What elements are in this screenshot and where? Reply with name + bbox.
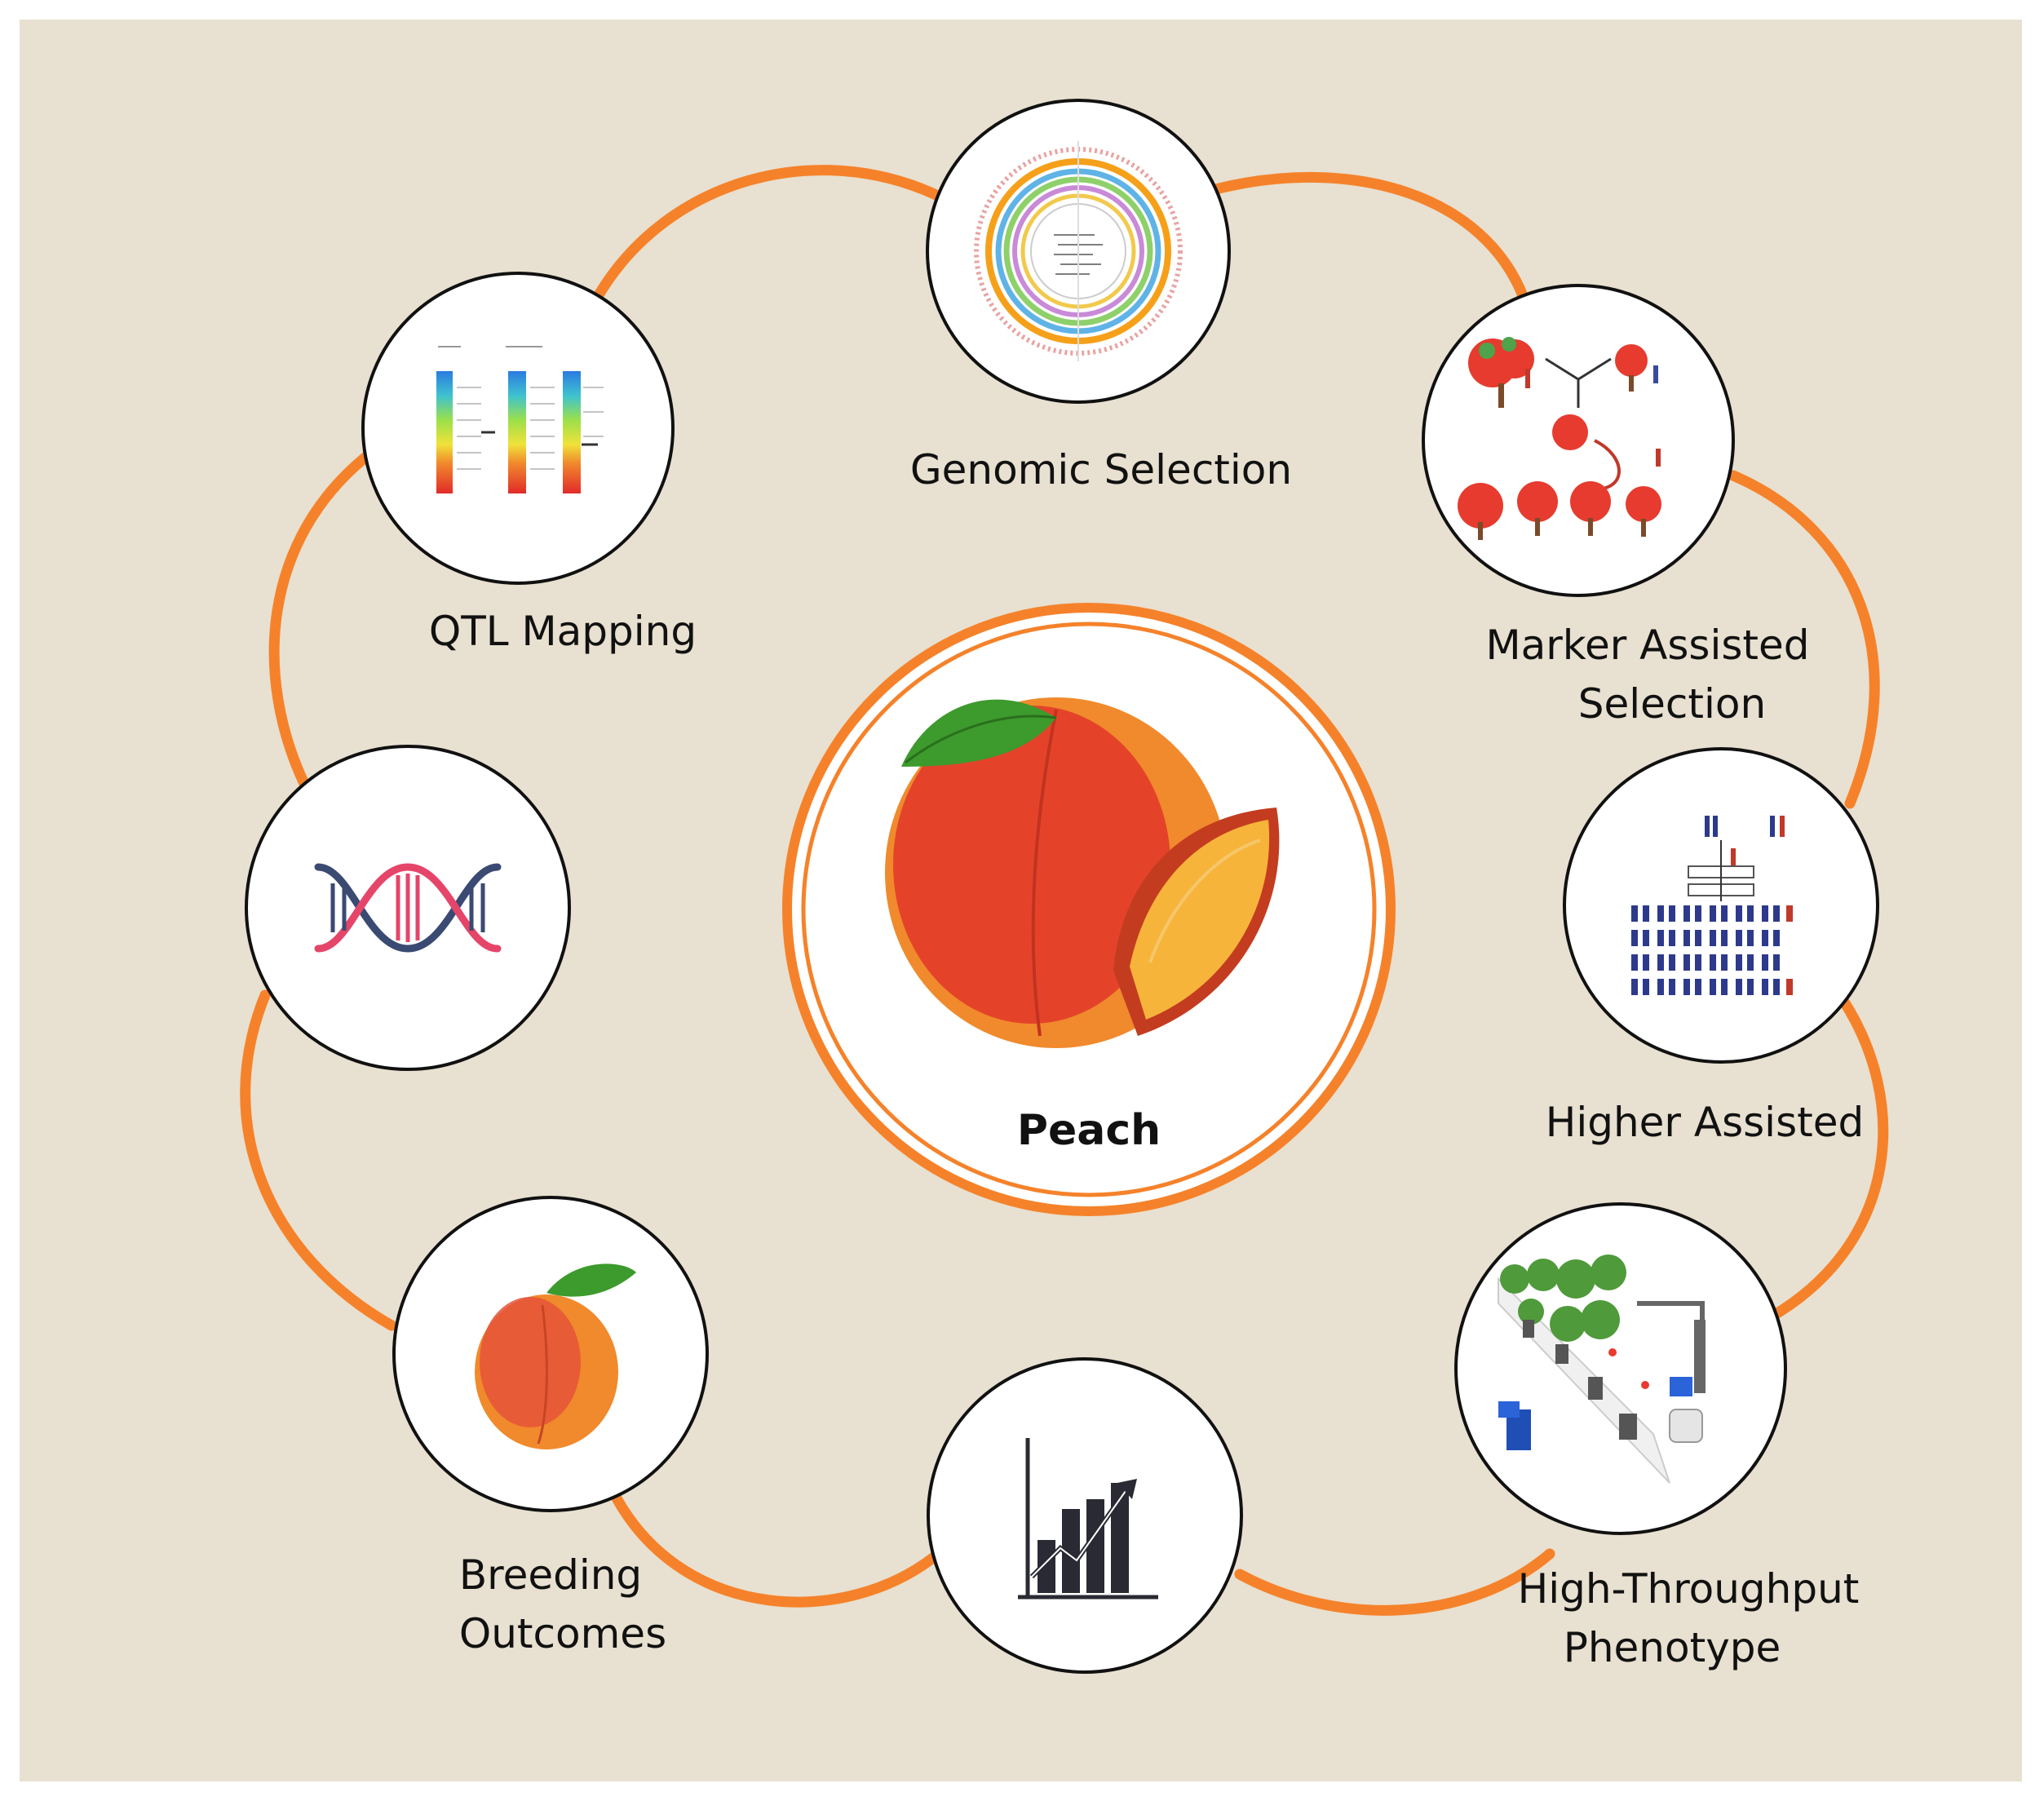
arc-higher-to-htp xyxy=(1732,983,1889,1339)
circos-plot-icon xyxy=(974,141,1183,361)
cycle-connector-arcs xyxy=(240,165,1889,1616)
node-chart xyxy=(927,1357,1243,1674)
arc-mas-to-higher xyxy=(1728,470,1880,809)
arc-htp-to-chart xyxy=(1234,1548,1555,1616)
label-high-throughput-phenotype-line1: High-Throughput xyxy=(1517,1565,1860,1613)
node-high-throughput-phenotype xyxy=(1454,1202,1787,1535)
label-breeding-outcomes-line2: Outcomes xyxy=(458,1610,667,1657)
label-qtl-mapping: QTL Mapping xyxy=(428,608,697,655)
arc-qtl-to-genomic xyxy=(594,165,944,299)
phenotyping-platform-icon xyxy=(1498,1255,1706,1484)
label-genomic-selection: Genomic Selection xyxy=(909,446,1293,493)
dna-helix-icon xyxy=(314,863,502,953)
tree-crossing-icon xyxy=(1458,337,1661,540)
center-label: Peach xyxy=(1016,1106,1161,1155)
arc-breeding-to-dna xyxy=(240,989,397,1331)
arc-genomic-to-mas xyxy=(1210,171,1529,303)
peach-icon xyxy=(475,1263,636,1449)
label-marker-assisted-selection-line1: Marker Assisted xyxy=(1485,622,1810,669)
label-breeding-outcomes-line1: Breeding xyxy=(458,1551,643,1599)
label-marker-assisted-selection-line2: Selection xyxy=(1577,680,1767,728)
center-inner-ring xyxy=(801,622,1377,1197)
arc-dna-to-qtl xyxy=(268,447,377,793)
label-higher-assisted: Higher Assisted xyxy=(1545,1099,1865,1146)
arc-chart-to-breeding xyxy=(610,1491,944,1608)
label-high-throughput-phenotype-line2: Phenotype xyxy=(1563,1624,1781,1671)
center-peach-icon xyxy=(885,697,1280,1048)
qtl-heatmap-icon xyxy=(436,346,604,493)
chromosome-grid-icon xyxy=(1631,816,1793,995)
bar-chart-growth-icon xyxy=(1018,1438,1158,1600)
